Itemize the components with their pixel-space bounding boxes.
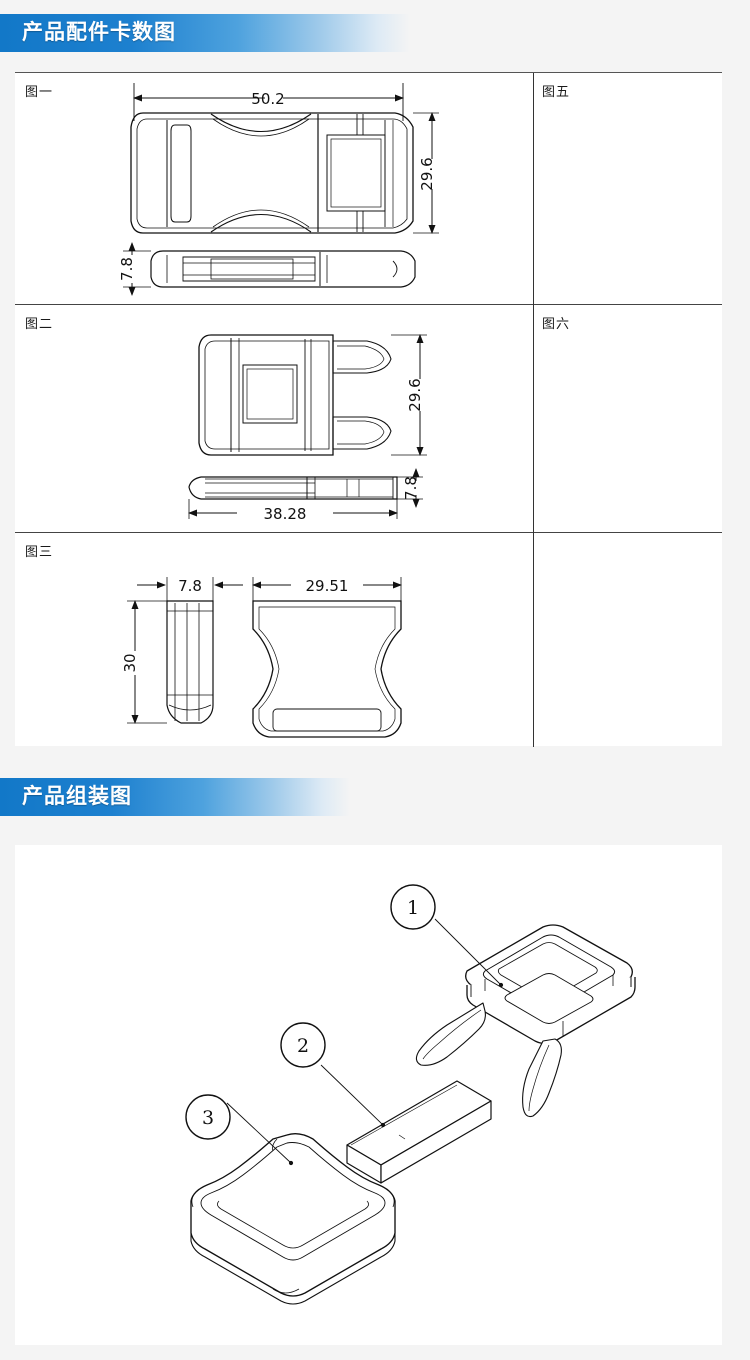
cell-label-fig5: 图五 — [542, 85, 571, 100]
cell-label-fig6: 图六 — [542, 317, 571, 332]
assembly-panel: 1 2 3 — [15, 845, 722, 1345]
cell-label-fig1: 图一 — [25, 85, 54, 100]
assembly-part-2 — [320, 1064, 492, 1184]
assembly-part-3 — [190, 1102, 396, 1305]
callout-number: 2 — [297, 1035, 309, 1057]
cell-label-fig3: 图三 — [25, 545, 54, 560]
drawing-table: 图一 图五 图二 图六 图三 — [15, 72, 722, 747]
assembly-part-1 — [415, 918, 636, 1118]
table-vertical-divider — [533, 73, 534, 747]
table-row — [15, 533, 722, 747]
cell-label-fig2: 图二 — [25, 317, 54, 332]
header-gradient-bar — [0, 14, 410, 52]
section-title-assembly: 产品组装图 — [22, 785, 132, 808]
callout-balloon-1 — [390, 884, 436, 930]
table-row — [15, 305, 722, 533]
section-header-parts: 产品配件卡数图 — [0, 14, 750, 52]
callout-number: 1 — [407, 897, 419, 919]
assembly-diagram-svg: 1 2 3 — [185, 884, 636, 1305]
section-title-parts: 产品配件卡数图 — [22, 21, 176, 44]
table-row — [15, 73, 722, 305]
callout-balloon-2 — [280, 1022, 326, 1068]
section-header-assembly: 产品组装图 — [0, 778, 750, 816]
callout-number: 3 — [202, 1107, 214, 1129]
callout-balloon-3 — [185, 1094, 231, 1140]
header-gradient-bar — [0, 778, 350, 816]
